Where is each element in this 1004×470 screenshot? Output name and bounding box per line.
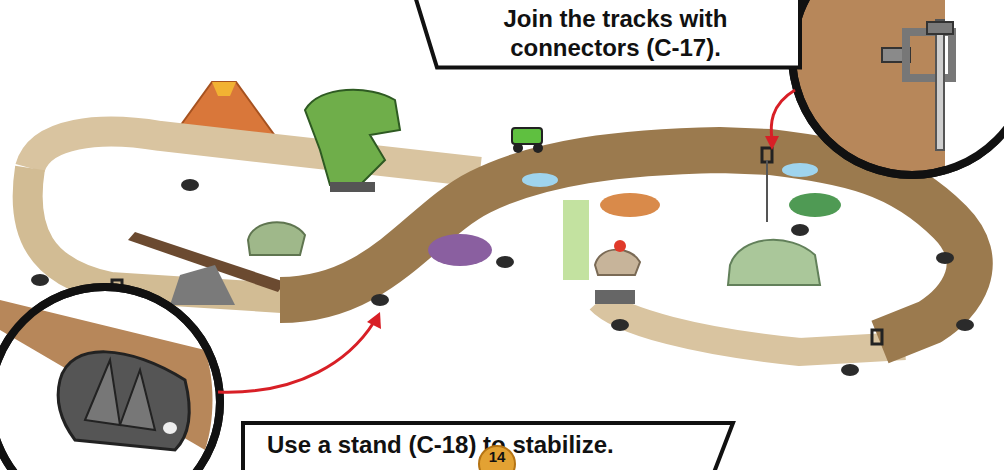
ramp-stand [170, 265, 235, 305]
cloud-print [522, 173, 558, 187]
node-shape [415, 0, 800, 68]
instruction-text: Use a stand (C-18) to stabilize. [267, 431, 614, 460]
track-wall [280, 150, 970, 342]
rock [248, 222, 305, 255]
dino-print [600, 193, 660, 217]
car [512, 128, 542, 144]
cloud-print [782, 163, 818, 177]
instruction-text: Join the tracks with connectors (C-17). [466, 5, 766, 63]
lava [212, 82, 236, 96]
rock [728, 240, 820, 285]
stand-detail [0, 287, 220, 470]
node-shape [479, 446, 515, 470]
connector-detail [792, 0, 1004, 175]
dino-print [428, 234, 492, 266]
dino-print [789, 193, 841, 217]
trex-cutout [305, 90, 400, 185]
track-wall [30, 132, 480, 172]
page-number-circle: 14 [479, 446, 515, 470]
rock [595, 250, 640, 275]
stand-base [330, 182, 375, 192]
page-number: 14 [479, 448, 515, 466]
callout-banner: Join the tracks with connectors (C-17). [415, 0, 800, 68]
slime-tunnel [563, 200, 589, 280]
stand-base [595, 290, 635, 304]
leader-arrows [218, 90, 795, 392]
track-connectors [112, 148, 882, 344]
track-wall [600, 300, 905, 352]
